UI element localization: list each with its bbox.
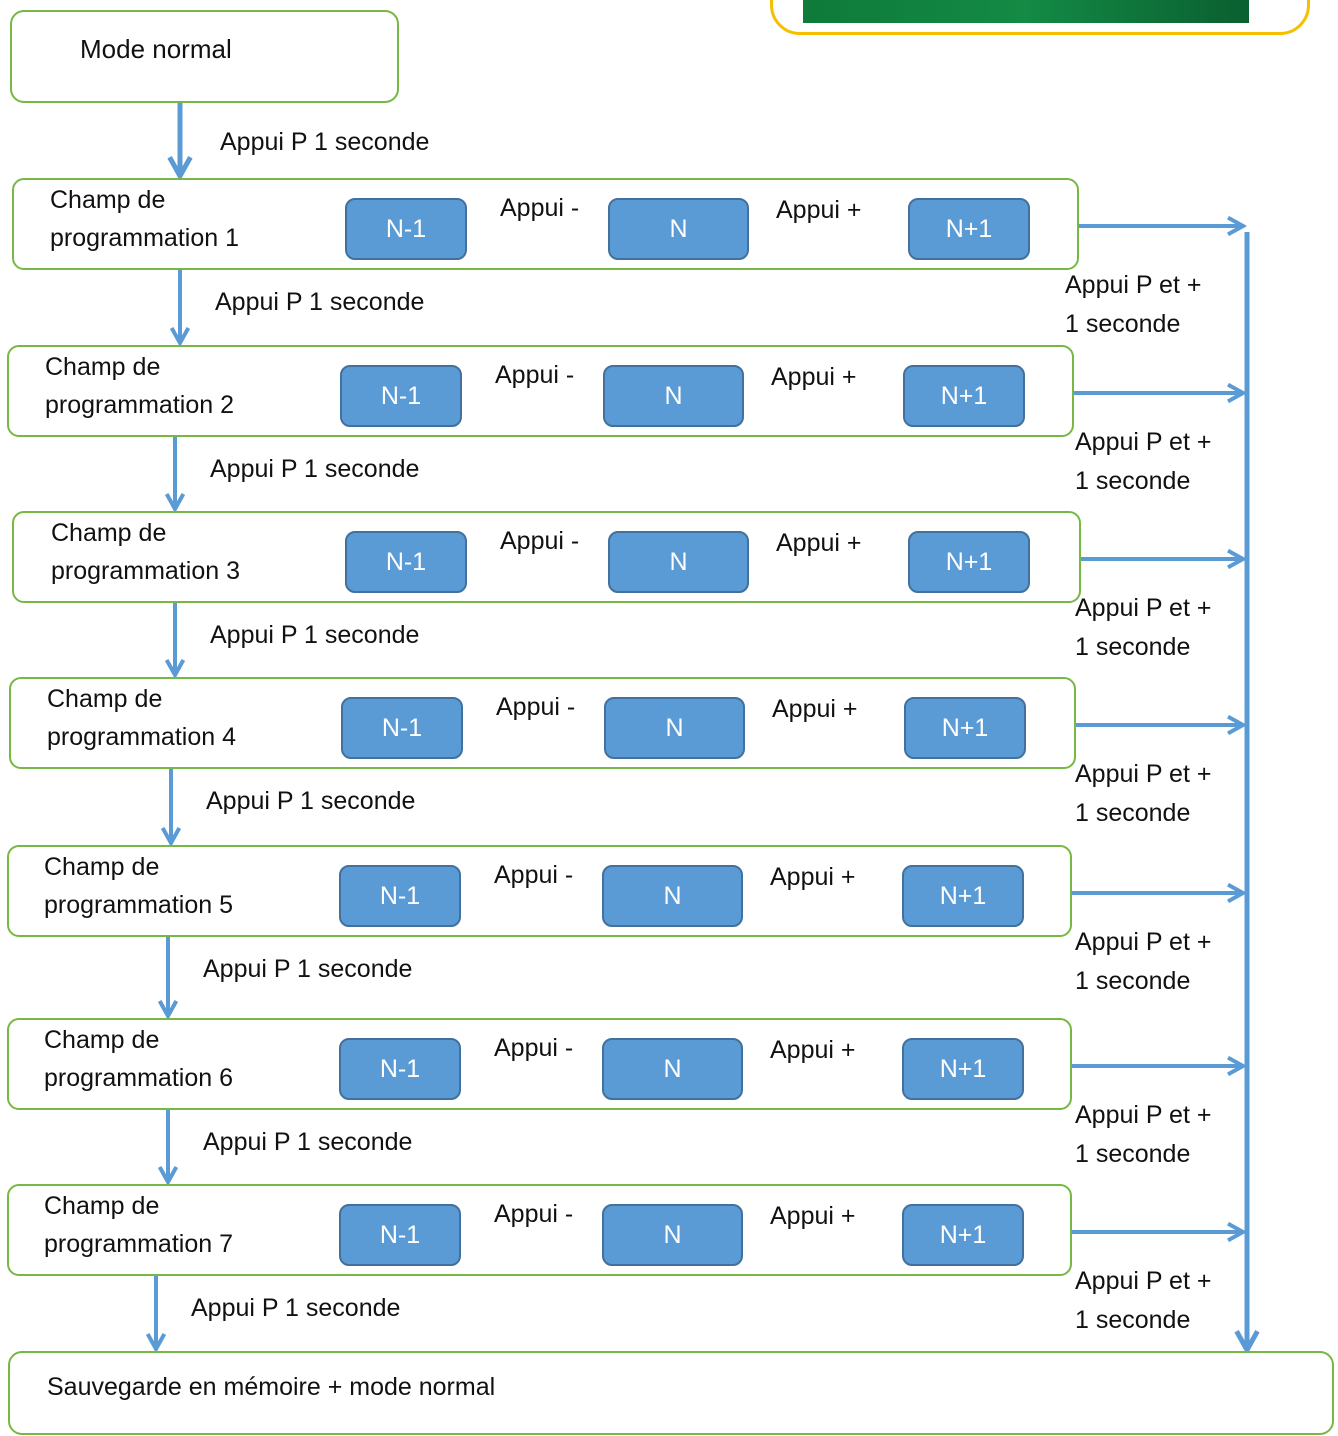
step-label: Appui P 1 seconde <box>210 621 420 649</box>
node-current: N <box>603 365 744 427</box>
plus-label: Appui + <box>770 1202 856 1230</box>
exit-label-line2: 1 seconde <box>1075 967 1191 995</box>
minus-label: Appui - <box>494 1034 574 1062</box>
field-label-line2: programmation 2 <box>45 391 234 419</box>
exit-label: Appui P et + 1 seconde <box>1075 423 1211 501</box>
field-label-line1: Champ de <box>44 853 160 881</box>
minus-label: Appui - <box>494 1200 574 1228</box>
field-label-line2: programmation 6 <box>44 1064 233 1092</box>
exit-label-line2: 1 seconde <box>1075 799 1191 827</box>
exit-label-line1: Appui P et + <box>1065 271 1202 299</box>
exit-label-line2: 1 seconde <box>1075 467 1191 495</box>
device-screen <box>803 0 1249 23</box>
programming-field-box <box>7 345 1074 437</box>
exit-label-line1: Appui P et + <box>1075 760 1212 788</box>
plus-label: Appui + <box>776 196 862 224</box>
field-label-line1: Champ de <box>50 186 166 214</box>
field-label-line1: Champ de <box>47 685 163 713</box>
plus-label: Appui + <box>770 1036 856 1064</box>
node-current: N <box>608 531 749 593</box>
step-label: Appui P 1 seconde <box>220 128 430 156</box>
node-prev: N-1 <box>341 697 463 759</box>
node-next: N+1 <box>902 1204 1024 1266</box>
programming-field-label: Champ de programmation 1 <box>50 181 239 257</box>
exit-label-line1: Appui P et + <box>1075 428 1212 456</box>
programming-field-box <box>12 178 1079 270</box>
step-label: Appui P 1 seconde <box>203 955 413 983</box>
node-prev: N-1 <box>339 1204 461 1266</box>
exit-label: Appui P et + 1 seconde <box>1065 266 1201 344</box>
exit-label-line1: Appui P et + <box>1075 928 1212 956</box>
step-label: Appui P 1 seconde <box>210 455 420 483</box>
exit-label: Appui P et + 1 seconde <box>1075 1262 1211 1340</box>
field-label-line1: Champ de <box>45 353 161 381</box>
end-label: Sauvegarde en mémoire + mode normal <box>47 1373 496 1401</box>
exit-label: Appui P et + 1 seconde <box>1075 1096 1211 1174</box>
minus-label: Appui - <box>500 194 580 222</box>
programming-field-label: Champ de programmation 7 <box>44 1187 233 1263</box>
node-prev: N-1 <box>340 365 462 427</box>
exit-label-line2: 1 seconde <box>1075 1306 1191 1334</box>
node-next: N+1 <box>902 1038 1024 1100</box>
field-label-line2: programmation 1 <box>50 224 239 252</box>
field-label-line2: programmation 4 <box>47 723 236 751</box>
programming-field-box <box>7 1184 1072 1276</box>
exit-label-line2: 1 seconde <box>1065 310 1181 338</box>
step-label: Appui P 1 seconde <box>215 288 425 316</box>
field-label-line2: programmation 5 <box>44 891 233 919</box>
programming-field-label: Champ de programmation 4 <box>47 680 236 756</box>
node-current: N <box>602 865 743 927</box>
node-next: N+1 <box>902 865 1024 927</box>
minus-label: Appui - <box>494 861 574 889</box>
node-current: N <box>602 1204 743 1266</box>
step-label: Appui P 1 seconde <box>203 1128 413 1156</box>
exit-label-line2: 1 seconde <box>1075 1140 1191 1168</box>
programming-field-box <box>9 677 1076 769</box>
exit-label-line1: Appui P et + <box>1075 1267 1212 1295</box>
node-prev: N-1 <box>339 865 461 927</box>
start-box: Mode normal <box>10 10 399 103</box>
node-next: N+1 <box>904 697 1026 759</box>
exit-label: Appui P et + 1 seconde <box>1075 923 1211 1001</box>
programming-field-box <box>7 1018 1072 1110</box>
field-label-line2: programmation 3 <box>51 557 240 585</box>
programming-field-label: Champ de programmation 3 <box>51 514 240 590</box>
minus-label: Appui - <box>495 361 575 389</box>
minus-label: Appui - <box>496 693 576 721</box>
field-label-line2: programmation 7 <box>44 1230 233 1258</box>
programming-field-box <box>12 511 1081 603</box>
field-label-line1: Champ de <box>44 1026 160 1054</box>
programming-field-box <box>7 845 1072 937</box>
node-next: N+1 <box>908 531 1030 593</box>
minus-label: Appui - <box>500 527 580 555</box>
node-prev: N-1 <box>345 198 467 260</box>
node-current: N <box>604 697 745 759</box>
plus-label: Appui + <box>772 695 858 723</box>
programming-field-label: Champ de programmation 6 <box>44 1021 233 1097</box>
field-label-line1: Champ de <box>44 1192 160 1220</box>
end-box: Sauvegarde en mémoire + mode normal <box>8 1351 1334 1435</box>
plus-label: Appui + <box>770 863 856 891</box>
exit-label: Appui P et + 1 seconde <box>1075 755 1211 833</box>
exit-label: Appui P et + 1 seconde <box>1075 589 1211 667</box>
start-label: Mode normal <box>80 34 232 64</box>
programming-field-label: Champ de programmation 2 <box>45 348 234 424</box>
step-label: Appui P 1 seconde <box>191 1294 401 1322</box>
node-current: N <box>608 198 749 260</box>
step-label: Appui P 1 seconde <box>206 787 416 815</box>
field-label-line1: Champ de <box>51 519 167 547</box>
node-prev: N-1 <box>345 531 467 593</box>
programming-field-label: Champ de programmation 5 <box>44 848 233 924</box>
node-prev: N-1 <box>339 1038 461 1100</box>
plus-label: Appui + <box>771 363 857 391</box>
node-next: N+1 <box>908 198 1030 260</box>
device-image <box>770 0 1310 35</box>
node-next: N+1 <box>903 365 1025 427</box>
exit-label-line1: Appui P et + <box>1075 594 1212 622</box>
exit-label-line2: 1 seconde <box>1075 633 1191 661</box>
exit-label-line1: Appui P et + <box>1075 1101 1212 1129</box>
node-current: N <box>602 1038 743 1100</box>
plus-label: Appui + <box>776 529 862 557</box>
